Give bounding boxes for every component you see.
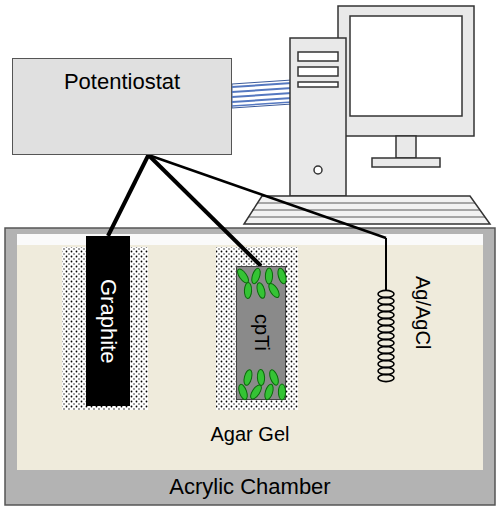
chamber-housing: Acrylic Chamber Agar Gel Graphite cpTi Ag/Ag… [5,228,495,505]
node-label: Acrylic Chamber [169,474,330,499]
chamber-wall [5,228,495,505]
dotted-region [216,247,298,410]
node-label: Potentiostat [64,69,180,94]
agar-gel-region: Agar Gel Graphite cpTi Ag/AgCl [17,234,483,470]
vertical-label: cpTi [250,314,273,351]
node-label: Agar Gel [211,423,290,446]
vertical-label: Ag/AgCl [411,276,434,349]
instrument-box: Potentiostat [12,58,232,155]
graphite-electrode: Graphite [86,236,130,406]
reference-electrode: Ag/AgCl [374,238,440,388]
coil-wire [374,238,404,388]
computer-illustration [244,6,490,224]
electrode-wire [148,155,386,238]
electrode-wire [148,155,261,266]
vertical-label: Graphite [95,279,120,363]
ribbon-cable [232,80,292,108]
electrode-wire [108,155,148,236]
titanium-electrode: cpTi [236,266,286,400]
